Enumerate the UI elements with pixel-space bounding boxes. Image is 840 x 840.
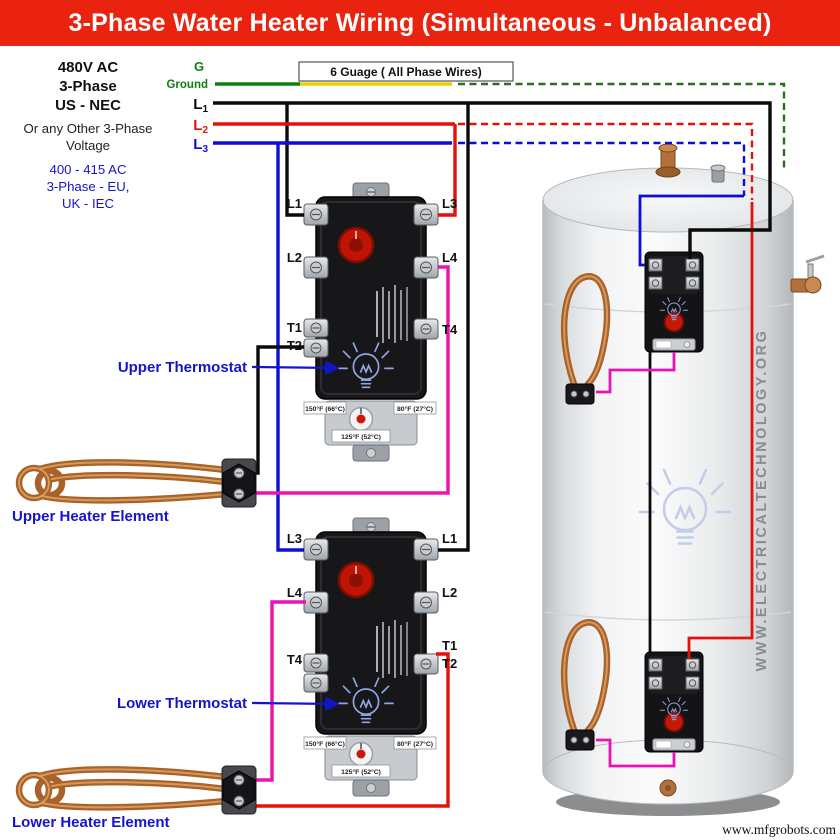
tank-wire-red: [687, 202, 754, 659]
page-title: 3-Phase Water Heater Wiring (Simultaneou…: [68, 8, 772, 37]
upper-thermostat-label: Upper Thermostat: [118, 359, 247, 376]
terminal-label: T1: [287, 320, 302, 335]
terminal-label: T4: [442, 322, 458, 337]
upper-heater-element: [19, 459, 256, 507]
upper-thermostat-dial-tags: 150°F (66°C) 80°F (27°C) 125°F (52°C): [303, 401, 437, 443]
wire-l3-to-lower: [276, 143, 304, 552]
dial-temp-right: 80°F (27°C): [397, 405, 433, 413]
gauge-note: 6 Guage ( All Phase Wires): [298, 61, 514, 82]
terminal-label: L4: [442, 250, 458, 265]
dial-temp-left: 150°F (66°C): [305, 405, 345, 413]
lower-thermostat-dial-tags: 150°F (66°C) 80°F (27°C) 125°F (52°C): [303, 736, 437, 778]
terminal-label: L3: [287, 531, 302, 546]
terminal-label: T4: [287, 652, 303, 667]
tank-anode-fitting: [710, 164, 726, 183]
gauge-note-box: [298, 61, 514, 82]
bus-labels: G Ground L1 L2 L3: [166, 59, 208, 155]
lower-heater-element-label: Lower Heater Element: [12, 814, 170, 831]
dial-temp-right: 80°F (27°C): [397, 740, 433, 748]
terminal-label: T2: [442, 656, 457, 671]
lower-thermostat-device: [302, 516, 440, 798]
wire-l1-to-upper: [285, 103, 304, 217]
lower-heater-element: [19, 766, 256, 814]
footer-watermark: www.mfgrobots.com: [722, 822, 836, 837]
site-watermark-vertical: WWW.ELECTRICALTECHNOLOGY.ORG: [754, 329, 770, 672]
tank-wire-magenta-upper: [596, 352, 676, 394]
lower-thermostat-terminal-labels: L3 L4 T4 L1 L2 T1 T2: [287, 531, 457, 671]
upper-heater-element-label: Upper Heater Element: [12, 508, 169, 525]
terminal-label: T2: [287, 338, 302, 353]
wire-l3-dashed: [458, 141, 746, 196]
terminal-label: T1: [442, 638, 457, 653]
dial-temp-left: 150°F (66°C): [305, 740, 345, 748]
tank-outline: [542, 200, 794, 772]
wire-upper-element-magenta: [244, 265, 450, 495]
tank-lower-thermostat: [644, 651, 704, 753]
wire-l1-bus: [213, 101, 772, 259]
terminal-label: L3: [442, 196, 457, 211]
terminal-label: L4: [287, 585, 303, 600]
l2-bus-label: L2: [193, 117, 208, 136]
wire-lower-element-magenta: [244, 600, 306, 782]
dial-temp-bottom: 125°F (52°C): [341, 433, 381, 441]
tank-upper-thermostat: [644, 251, 704, 353]
wire-upper-element-black: [244, 345, 304, 475]
tank-top-fitting: [655, 143, 681, 178]
ground-word-label: Ground: [166, 79, 208, 91]
l3-bus-label: L3: [193, 136, 208, 155]
relief-valve: [790, 254, 825, 294]
callout-labels: Upper Thermostat Lower Thermostat Upper …: [12, 359, 340, 831]
tank-drain-valve: [659, 779, 677, 797]
supply-alt-line2: Voltage: [66, 138, 110, 153]
tank-wire-blue: [638, 194, 744, 267]
wire-lower-element-red: [244, 652, 450, 808]
tank-top-cap: [542, 167, 794, 233]
terminal-label: L2: [287, 250, 302, 265]
supply-iec-line3: UK - IEC: [62, 196, 114, 211]
gauge-note-text: 6 Guage ( All Phase Wires): [330, 65, 482, 79]
upper-thermostat-device: [302, 181, 440, 463]
tank-wiring: [596, 194, 754, 768]
supply-phase: 3-Phase: [59, 78, 117, 95]
pointer-arrow: [251, 360, 340, 375]
wire-l2-dashed: [458, 122, 754, 200]
supply-iec-voltage: 400 - 415 AC: [50, 162, 127, 177]
dial-temp-bottom: 125°F (52°C): [341, 768, 381, 776]
supply-info-panel: 480V AC 3-Phase US - NEC Or any Other 3-…: [23, 59, 152, 211]
supply-standard: US - NEC: [55, 97, 121, 114]
title-bar: 3-Phase Water Heater Wiring (Simultaneou…: [0, 0, 840, 46]
upper-thermostat-terminal-labels: L1 L2 T1 T2 L3 L4 T4: [287, 196, 458, 353]
terminal-label: L2: [442, 585, 457, 600]
terminal-label: L1: [287, 196, 302, 211]
wire-l2-to-upper: [438, 124, 457, 217]
pointer-arrow: [251, 696, 340, 711]
ground-letter-label: G: [194, 59, 204, 74]
lower-thermostat-label: Lower Thermostat: [117, 695, 247, 712]
l1-bus-label: L1: [193, 96, 208, 115]
terminal-label: L1: [442, 531, 457, 546]
wire-ground-dashed: [458, 82, 786, 172]
wire-l1-to-lower: [438, 103, 470, 552]
supply-alt-line1: Or any Other 3-Phase: [23, 121, 152, 136]
supply-iec-line2: 3-Phase - EU,: [47, 179, 130, 194]
supply-voltage: 480V AC: [58, 59, 118, 76]
supply-wiring: [213, 82, 786, 808]
tank-wire-magenta-lower: [596, 738, 676, 768]
